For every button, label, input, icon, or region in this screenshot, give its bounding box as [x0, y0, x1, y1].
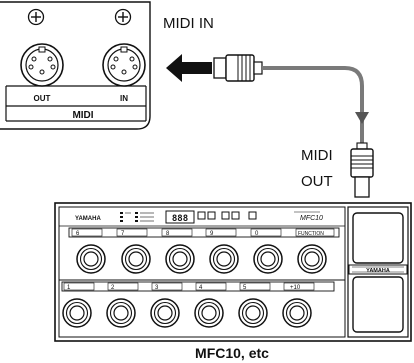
key-label: 4	[199, 285, 203, 291]
footswitch-icon	[76, 244, 106, 274]
footswitch-icon	[150, 298, 180, 328]
caption: MFC10, etc	[195, 345, 269, 361]
footswitch-icon	[253, 244, 283, 274]
device-brand: YAMAHA	[75, 216, 101, 222]
footswitch-icon	[209, 244, 239, 274]
footswitch-icon	[282, 298, 312, 328]
midi-group-label: MIDI	[72, 110, 93, 121]
expression-pedal-top-icon	[352, 212, 404, 264]
footswitch-icon	[194, 298, 224, 328]
direction-arrow-icon	[166, 54, 212, 82]
top-footswitches	[76, 244, 327, 274]
key-label: +10	[290, 285, 301, 291]
key-label: 6	[76, 231, 80, 237]
footswitch-icon	[297, 244, 327, 274]
midi-plug-in-icon	[213, 54, 263, 82]
panel-buttons	[197, 211, 257, 220]
key-label: 9	[210, 231, 214, 237]
midi-plug-out-icon	[350, 142, 374, 198]
midi-in-label: MIDI IN	[163, 15, 214, 32]
screw-icon	[27, 8, 45, 26]
midi-cable	[262, 66, 364, 143]
midi-in-socket-icon	[102, 43, 146, 87]
midi-out-socket-icon	[20, 43, 64, 87]
side-brand: YAMAHA	[366, 268, 390, 274]
key-label: FUNCTION	[298, 231, 324, 237]
key-label: 1	[67, 285, 71, 291]
mode-switches	[120, 212, 154, 222]
key-label: 5	[243, 285, 247, 291]
cable-arrow-icon	[355, 112, 369, 124]
footswitch-icon	[238, 298, 268, 328]
midi-out-label-line2: OUT	[301, 173, 333, 190]
expression-pedal-bottom-icon	[352, 276, 404, 333]
top-key-labels: 6 7 8 9 0 FUNCTION	[71, 228, 335, 237]
port-label-out: OUT	[34, 94, 51, 103]
footswitch-icon	[62, 298, 92, 328]
instrument-panel: OUT IN MIDI	[0, 1, 151, 130]
led-display	[165, 210, 195, 224]
key-label: 7	[121, 231, 125, 237]
footswitch-icon	[106, 298, 136, 328]
led-display-digits: 888	[172, 214, 188, 224]
midi-out-label-line1: MIDI	[301, 147, 333, 164]
footswitch-icon	[121, 244, 151, 274]
bottom-footswitches	[62, 298, 312, 328]
bottom-key-labels: 1 2 3 4 5 +10	[63, 282, 315, 291]
key-label: 0	[255, 231, 259, 237]
port-label-in: IN	[120, 94, 128, 103]
foot-controller: YAMAHA 888 MFC10	[54, 202, 412, 342]
device-model-logo: MFC10	[300, 215, 323, 222]
screw-icon	[114, 8, 132, 26]
key-label: 8	[166, 231, 170, 237]
key-label: 2	[111, 285, 115, 291]
key-label: 3	[155, 285, 159, 291]
footswitch-icon	[165, 244, 195, 274]
